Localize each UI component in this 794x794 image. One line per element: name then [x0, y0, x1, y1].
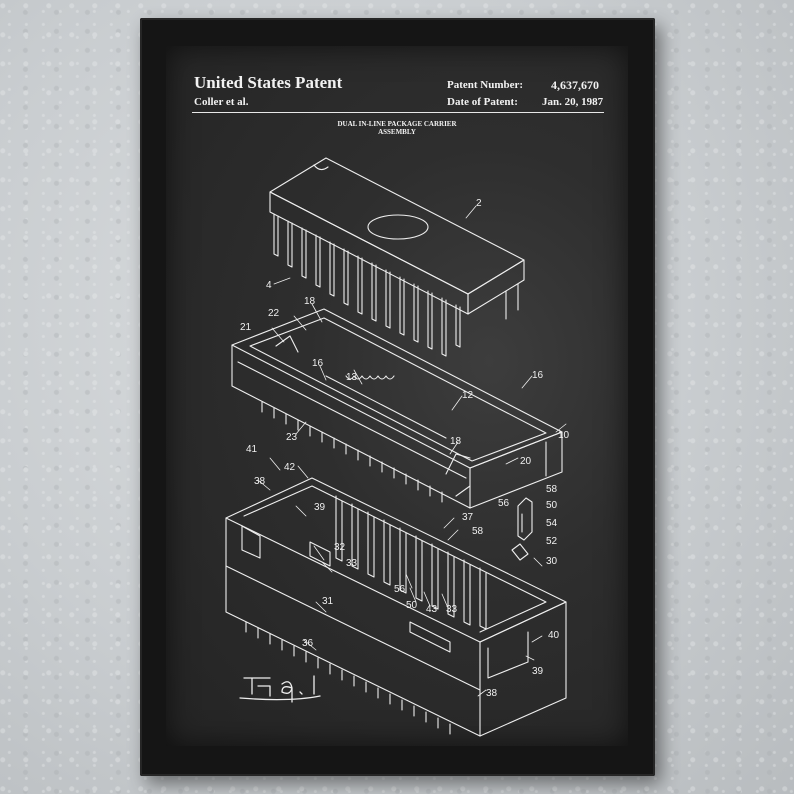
socket-bottom-pins — [245, 621, 451, 735]
callout-36: 36 — [302, 638, 314, 649]
patent-drawing: 2 4 18 22 21 16 13 12 16 10 23 18 20 41 … — [225, 157, 570, 737]
callout-40: 40 — [548, 630, 560, 641]
callout-21: 21 — [240, 322, 252, 333]
callout-42: 42 — [284, 462, 296, 473]
header-rule — [192, 112, 604, 113]
callout-56: 56 — [498, 498, 510, 509]
callout-58: 58 — [546, 484, 558, 495]
figure-label — [239, 675, 321, 703]
callout-30: 30 — [546, 556, 558, 567]
callout-39: 39 — [314, 502, 326, 513]
callout-10: 10 — [558, 430, 570, 441]
patent-subtitle-line1: DUAL IN-LINE PACKAGE CARRIER — [337, 120, 457, 128]
leader-lines — [257, 205, 567, 697]
callout-13: 13 — [346, 372, 358, 383]
callout-56b: 56 — [394, 584, 406, 595]
carrier-teeth — [261, 401, 443, 503]
patent-date-value: Jan. 20, 1987 — [542, 96, 604, 108]
callout-12: 12 — [462, 390, 474, 401]
dip-chip — [269, 157, 525, 357]
callout-50b: 50 — [406, 600, 418, 611]
callout-33: 33 — [346, 558, 358, 569]
callout-50: 50 — [546, 500, 558, 511]
callout-16: 16 — [312, 358, 324, 369]
callout-37: 37 — [462, 512, 474, 523]
callout-54: 54 — [546, 518, 558, 529]
socket-contacts — [335, 495, 487, 630]
callout-16b: 16 — [532, 370, 544, 381]
callout-labels: 2 4 18 22 21 16 13 12 16 10 23 18 20 41 … — [240, 198, 570, 699]
callout-38b: 38 — [486, 688, 498, 699]
patent-title: United States Patent — [194, 73, 343, 92]
patent-subtitle-line2: ASSEMBLY — [378, 128, 416, 136]
side-clip — [511, 497, 533, 561]
callout-39b: 39 — [532, 666, 544, 677]
callout-33b: 33 — [446, 604, 458, 615]
chip-pins — [273, 213, 461, 357]
callout-2: 2 — [476, 198, 482, 209]
patent-date-label: Date of Patent: — [447, 96, 518, 108]
callout-4: 4 — [266, 280, 272, 291]
callout-18: 18 — [304, 296, 316, 307]
callout-18b: 18 — [450, 436, 462, 447]
callout-38: 38 — [254, 476, 266, 487]
chalkboard-patent-print: United States Patent Coller et al. Paten… — [166, 46, 628, 746]
callout-22: 22 — [268, 308, 280, 319]
callout-43: 43 — [426, 604, 438, 615]
socket-base — [225, 477, 567, 737]
patent-inventor: Coller et al. — [194, 96, 249, 108]
carrier-tray — [231, 308, 563, 509]
callout-20: 20 — [520, 456, 532, 467]
callout-41: 41 — [246, 444, 258, 455]
callout-32: 32 — [334, 542, 346, 553]
callout-52: 52 — [546, 536, 558, 547]
patent-number-label: Patent Number: — [447, 79, 524, 91]
callout-23: 23 — [286, 432, 298, 443]
callout-58b: 58 — [472, 526, 484, 537]
callout-31: 31 — [322, 596, 334, 607]
patent-number-value: 4,637,670 — [551, 78, 599, 92]
